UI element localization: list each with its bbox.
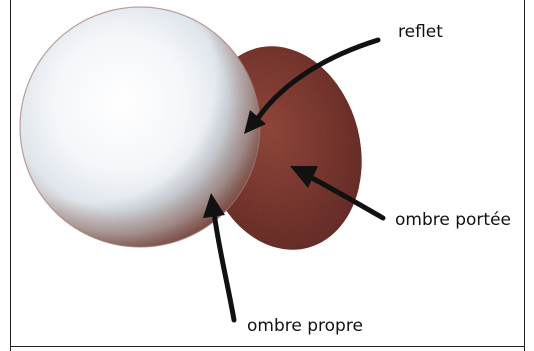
label-ombre-portee: ombre portée (395, 212, 511, 229)
sphere (20, 7, 260, 247)
label-ombre-propre: ombre propre (247, 318, 363, 335)
label-reflet: reflet (398, 24, 443, 41)
